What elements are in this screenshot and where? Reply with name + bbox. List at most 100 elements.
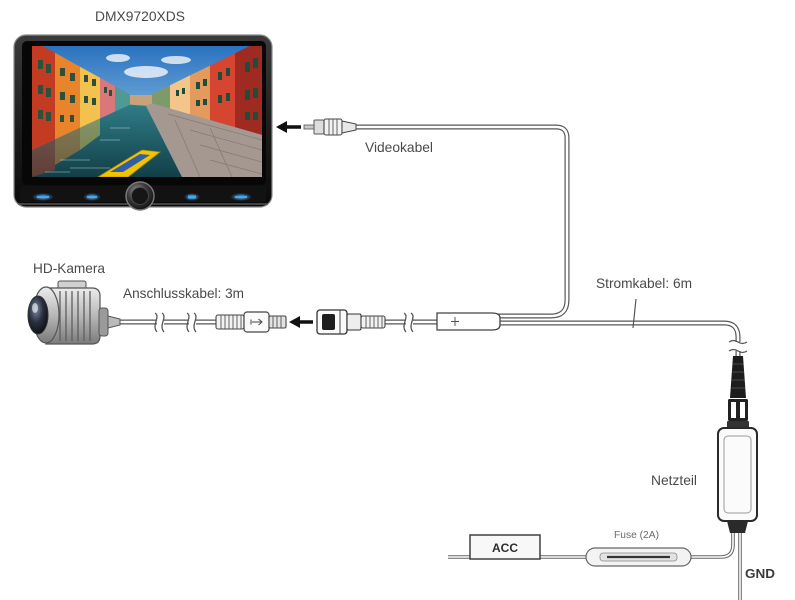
video-cable-core <box>352 125 569 318</box>
camera-lens <box>27 295 49 335</box>
junction-mark <box>451 317 459 326</box>
screen-building-left <box>115 86 130 112</box>
extension-cable <box>383 312 440 333</box>
arrow-head <box>276 121 287 133</box>
screen-clouds <box>106 54 191 78</box>
acc-box <box>469 534 541 560</box>
plug-tip <box>268 315 287 329</box>
camera-cable-break-mark <box>186 312 197 333</box>
camera-cable-label: Anschlusskabel: 3m <box>123 285 244 301</box>
power-supply-label: Netzteil <box>651 472 697 488</box>
camera-strain-relief <box>107 315 121 329</box>
power-cable-break-mark <box>728 339 748 354</box>
screen-boat-interior <box>110 154 150 172</box>
knob-inner <box>131 187 149 205</box>
extension-cable-break-mark <box>403 312 414 333</box>
acc-terminal: ACC <box>469 534 541 560</box>
ground-label: GND <box>745 566 775 581</box>
screen-walkway-stones <box>167 113 262 177</box>
acc-wire-core <box>690 530 734 558</box>
head-unit-button-3[interactable] <box>184 193 200 201</box>
camera-fins <box>59 291 91 341</box>
screen-building-right <box>210 53 235 128</box>
head-unit-button-4[interactable] <box>230 193 252 201</box>
screen-water-reflection <box>80 118 100 150</box>
power-cable-outline <box>496 320 741 358</box>
button-indicator <box>37 196 49 198</box>
acc-label: ACC <box>492 541 518 555</box>
power-connector-relief <box>730 356 746 398</box>
button-indicator <box>87 196 97 198</box>
plug-tip-threads <box>272 316 282 328</box>
screen-distant-building <box>130 95 152 105</box>
screen-building-left <box>32 46 55 150</box>
screen-building-right <box>235 46 262 135</box>
camera-rear-cap <box>98 307 109 337</box>
screen-building-right <box>170 75 190 115</box>
video-cable-label: Videokabel <box>365 139 433 155</box>
inline-fuse <box>585 547 692 567</box>
camera-cable <box>118 312 218 333</box>
power-cable <box>496 298 748 358</box>
power-cable-label: Stromkabel: 6m <box>596 275 692 291</box>
socket-insert <box>322 314 335 330</box>
screen-building-left <box>55 52 80 140</box>
power-connector-slot <box>731 402 736 418</box>
cloud <box>106 54 130 62</box>
screen-water-reflection <box>55 127 80 165</box>
power-supply-output-relief <box>727 521 748 533</box>
arrow-left-icon <box>276 121 301 133</box>
fuse-label: Fuse (2A) <box>614 530 659 541</box>
camera-cable-break-mark <box>154 312 165 333</box>
acc-wire-outline <box>690 530 735 559</box>
power-cable-break-gap <box>730 342 747 351</box>
power-connector-ribs <box>731 363 745 389</box>
arrow-left-icon <box>289 316 313 328</box>
cable-junction <box>436 312 501 331</box>
head-unit <box>13 34 273 211</box>
camera-cable-break-gap <box>189 318 196 326</box>
cloud <box>124 66 168 78</box>
camera-label: HD-Kamera <box>33 260 105 276</box>
acc-wire <box>448 530 735 559</box>
display-screen-image <box>32 46 262 177</box>
video-cable <box>352 124 570 319</box>
hd-camera <box>27 280 121 345</box>
video-rca-connector <box>303 118 357 136</box>
plug-strain-relief <box>215 314 245 330</box>
button-indicator <box>188 195 196 199</box>
power-supply <box>717 356 758 522</box>
camera-plug <box>215 311 287 333</box>
plug-strain-relief-ribs <box>220 315 242 329</box>
head-unit-button-home[interactable] <box>32 193 54 201</box>
camera-lens-glint <box>32 303 38 313</box>
cloud <box>161 56 191 64</box>
socket-body <box>346 313 362 331</box>
power-cable-leader-line <box>632 298 637 329</box>
rca-body-ribs <box>328 119 338 135</box>
head-unit-volume-knob[interactable] <box>125 181 155 211</box>
power-cable-core <box>496 321 740 358</box>
power-supply-panel <box>723 435 752 514</box>
rca-sleeve <box>313 119 325 135</box>
head-unit-button-2[interactable] <box>83 193 101 201</box>
screen-walkway <box>146 103 262 177</box>
head-unit-model-label: DMX9720XDS <box>95 8 185 24</box>
power-connector-slot <box>740 402 745 418</box>
socket-strain-relief <box>360 315 386 329</box>
junction-block <box>436 312 501 331</box>
screen-water-shimmer <box>45 127 130 173</box>
camera-cable-break-gap <box>157 318 164 326</box>
socket-strain-relief-ribs <box>365 316 383 328</box>
extension-socket <box>316 309 386 335</box>
screen-building-right <box>152 85 170 109</box>
screen-water-reflection <box>32 139 55 177</box>
rca-strain-relief <box>341 120 357 134</box>
screen-windows-right <box>176 58 258 120</box>
extension-cable-break-gap <box>406 318 413 326</box>
plug-symbol-icon <box>250 318 263 326</box>
screen-building-left <box>100 77 115 119</box>
video-cable-outline <box>352 124 570 319</box>
arrow-head <box>289 316 300 328</box>
